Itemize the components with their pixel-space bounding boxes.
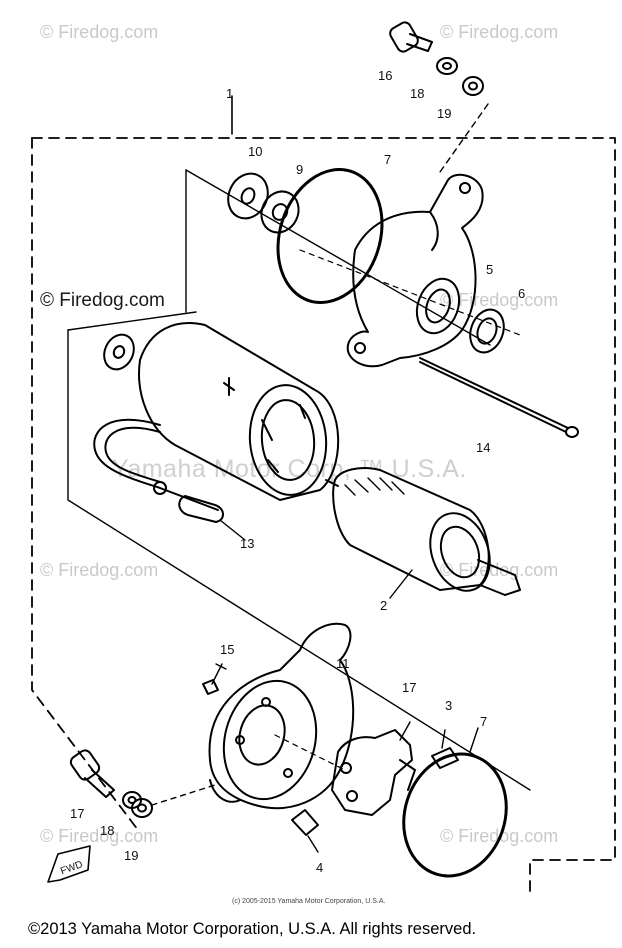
label-part-10: 11 bbox=[336, 656, 350, 671]
part-4 bbox=[291, 809, 319, 853]
watermark-firedog-3: © Firedog.com bbox=[440, 290, 559, 310]
label-part-13: 14 bbox=[476, 440, 490, 455]
panel-line-mid bbox=[67, 329, 531, 791]
copyright-footer: ©2013 Yamaha Motor Corporation, U.S.A. A… bbox=[28, 920, 477, 938]
bearing-6 bbox=[469, 308, 505, 354]
screw-14 bbox=[202, 663, 227, 695]
washer-19-top bbox=[462, 76, 484, 96]
washer-18-top bbox=[436, 57, 458, 75]
panel-line-mid-top bbox=[67, 311, 197, 331]
label-part-7-bottom: 7 bbox=[480, 714, 487, 729]
label-part-16: 16 bbox=[378, 68, 392, 83]
washer-9 bbox=[227, 172, 269, 220]
armature-2 bbox=[325, 467, 521, 599]
label-part-12: 13 bbox=[240, 536, 254, 551]
through-bolt-13 bbox=[419, 357, 579, 438]
label-part-17b: 17 bbox=[70, 806, 84, 821]
label-part-3: 3 bbox=[445, 698, 452, 713]
label-part-4: 4 bbox=[316, 860, 323, 875]
label-part-14: 15 bbox=[220, 642, 234, 657]
watermark-firedog-dark: © Firedog.com bbox=[40, 290, 165, 312]
direction-marker bbox=[47, 845, 91, 883]
label-part-7-top: 7 bbox=[384, 152, 391, 167]
direction-marker-label: FWD bbox=[59, 859, 84, 877]
brush-3 bbox=[431, 729, 459, 769]
watermark-firedog-4: © Firedog.com bbox=[40, 560, 159, 580]
o-ring-7-bottom bbox=[402, 752, 508, 878]
panel-line-upper bbox=[185, 169, 491, 346]
label-part-8: 9 bbox=[296, 162, 303, 177]
label-part-1: 1 bbox=[226, 86, 233, 101]
brush-holder-15 bbox=[331, 721, 416, 816]
assembly-outline bbox=[31, 137, 616, 896]
watermark-firedog-5: © Firedog.com bbox=[440, 560, 559, 580]
leader-bolt-top bbox=[439, 103, 489, 173]
bolt-17 bbox=[69, 749, 115, 798]
watermark-yamaha: Yamaha Motor Corp, ™ U.S.A. bbox=[112, 455, 467, 483]
label-part-6: 6 bbox=[518, 286, 525, 301]
o-ring-7-top bbox=[276, 168, 384, 304]
watermark-firedog-1: © Firedog.com bbox=[40, 22, 159, 42]
label-part-5: 5 bbox=[486, 262, 493, 277]
label-part-18-top: 18 bbox=[410, 86, 424, 101]
label-part-15: 17 bbox=[402, 680, 416, 695]
watermark-firedog-6: © Firedog.com bbox=[40, 826, 159, 846]
bolt-16 bbox=[389, 21, 433, 53]
credit-small: (c) 2005-2015 Yamaha Motor Corporation, … bbox=[232, 898, 386, 905]
label-part-18-bottom: 18 bbox=[100, 823, 114, 838]
label-part-2: 2 bbox=[380, 598, 387, 613]
yoke-housing bbox=[138, 322, 340, 501]
washer-11 bbox=[103, 333, 135, 371]
watermark-firedog-2: © Firedog.com bbox=[440, 22, 559, 42]
lead-wire bbox=[93, 418, 219, 511]
washer-8 bbox=[260, 190, 300, 234]
rear-cover-5 bbox=[346, 173, 484, 368]
washer-19-bottom bbox=[131, 798, 153, 818]
label-part-19-top: 19 bbox=[437, 106, 451, 121]
front-cover-10 bbox=[208, 622, 355, 810]
brush-12 bbox=[178, 495, 246, 541]
label-part-9: 10 bbox=[248, 144, 262, 159]
label-part-19-bottom: 19 bbox=[124, 848, 138, 863]
part-labels: 1 16 18 19 10 9 7 5 6 12 14 13 2 15 11 1… bbox=[59, 68, 525, 877]
